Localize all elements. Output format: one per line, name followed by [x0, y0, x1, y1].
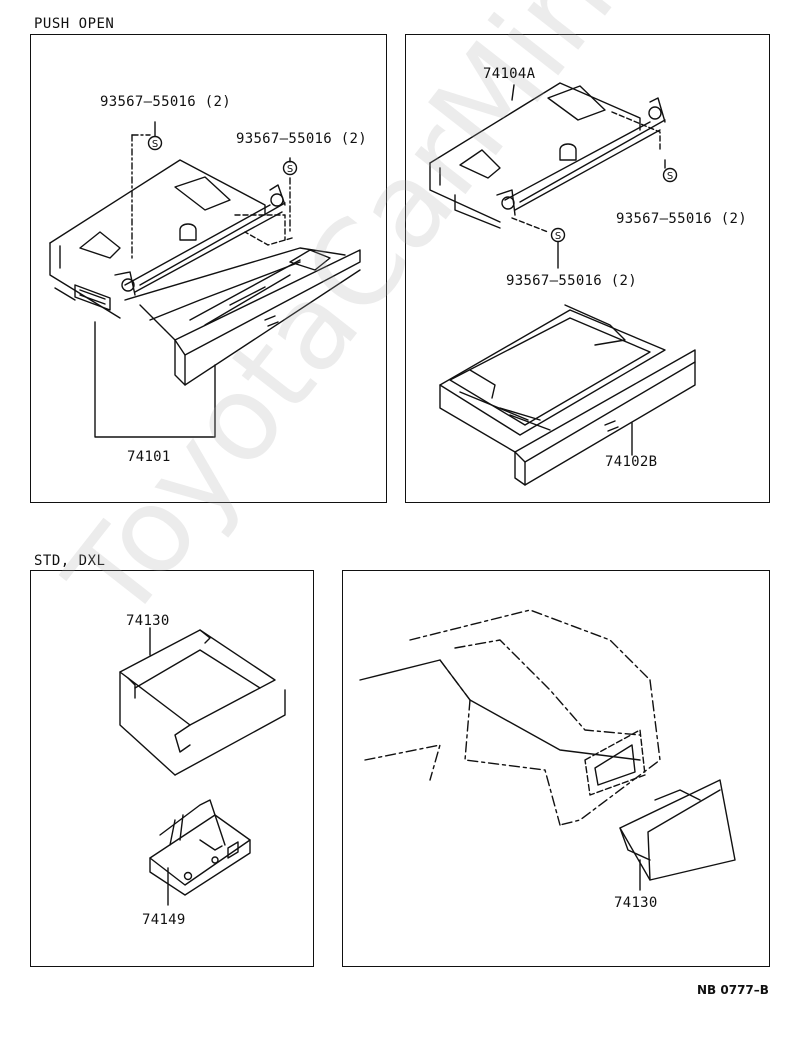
part-label-74101: 74101 — [127, 449, 171, 465]
part-label-bolt-93567-55016: 93567–55016 (2) — [616, 211, 747, 227]
panel-console-installation — [342, 570, 770, 967]
part-label-74130: 74130 — [126, 613, 170, 629]
panel-push-open-assembly — [30, 34, 387, 503]
part-label-74104a: 74104A — [483, 66, 536, 82]
part-label-74130: 74130 — [614, 895, 658, 911]
part-label-74102b: 74102B — [605, 454, 658, 470]
section-label-std-dxl: STD, DXL — [34, 553, 106, 569]
ashtray-exploded-drawing — [429, 82, 696, 486]
console-installation-drawing — [359, 609, 736, 891]
screw-s-icon: S — [287, 164, 293, 175]
diagram-reference-code: NB 0777–B — [697, 983, 769, 997]
std-ashtray-and-bracket-drawing — [119, 627, 286, 906]
part-label-bolt-93567-55016: 93567–55016 (2) — [506, 273, 637, 289]
section-label-push-open: PUSH OPEN — [34, 16, 115, 32]
screw-s-icon: S — [555, 231, 561, 242]
part-label-74149: 74149 — [142, 912, 186, 928]
ashtray-assembly-74101-drawing — [49, 121, 361, 438]
screw-s-icon: S — [152, 139, 158, 150]
panel-push-open-exploded — [405, 34, 770, 503]
part-label-bolt-93567-55016: 93567–55016 (2) — [236, 131, 367, 147]
screw-s-icon: S — [667, 171, 673, 182]
part-label-bolt-93567-55016: 93567–55016 (2) — [100, 94, 231, 110]
panel-std-dxl-parts — [30, 570, 314, 967]
